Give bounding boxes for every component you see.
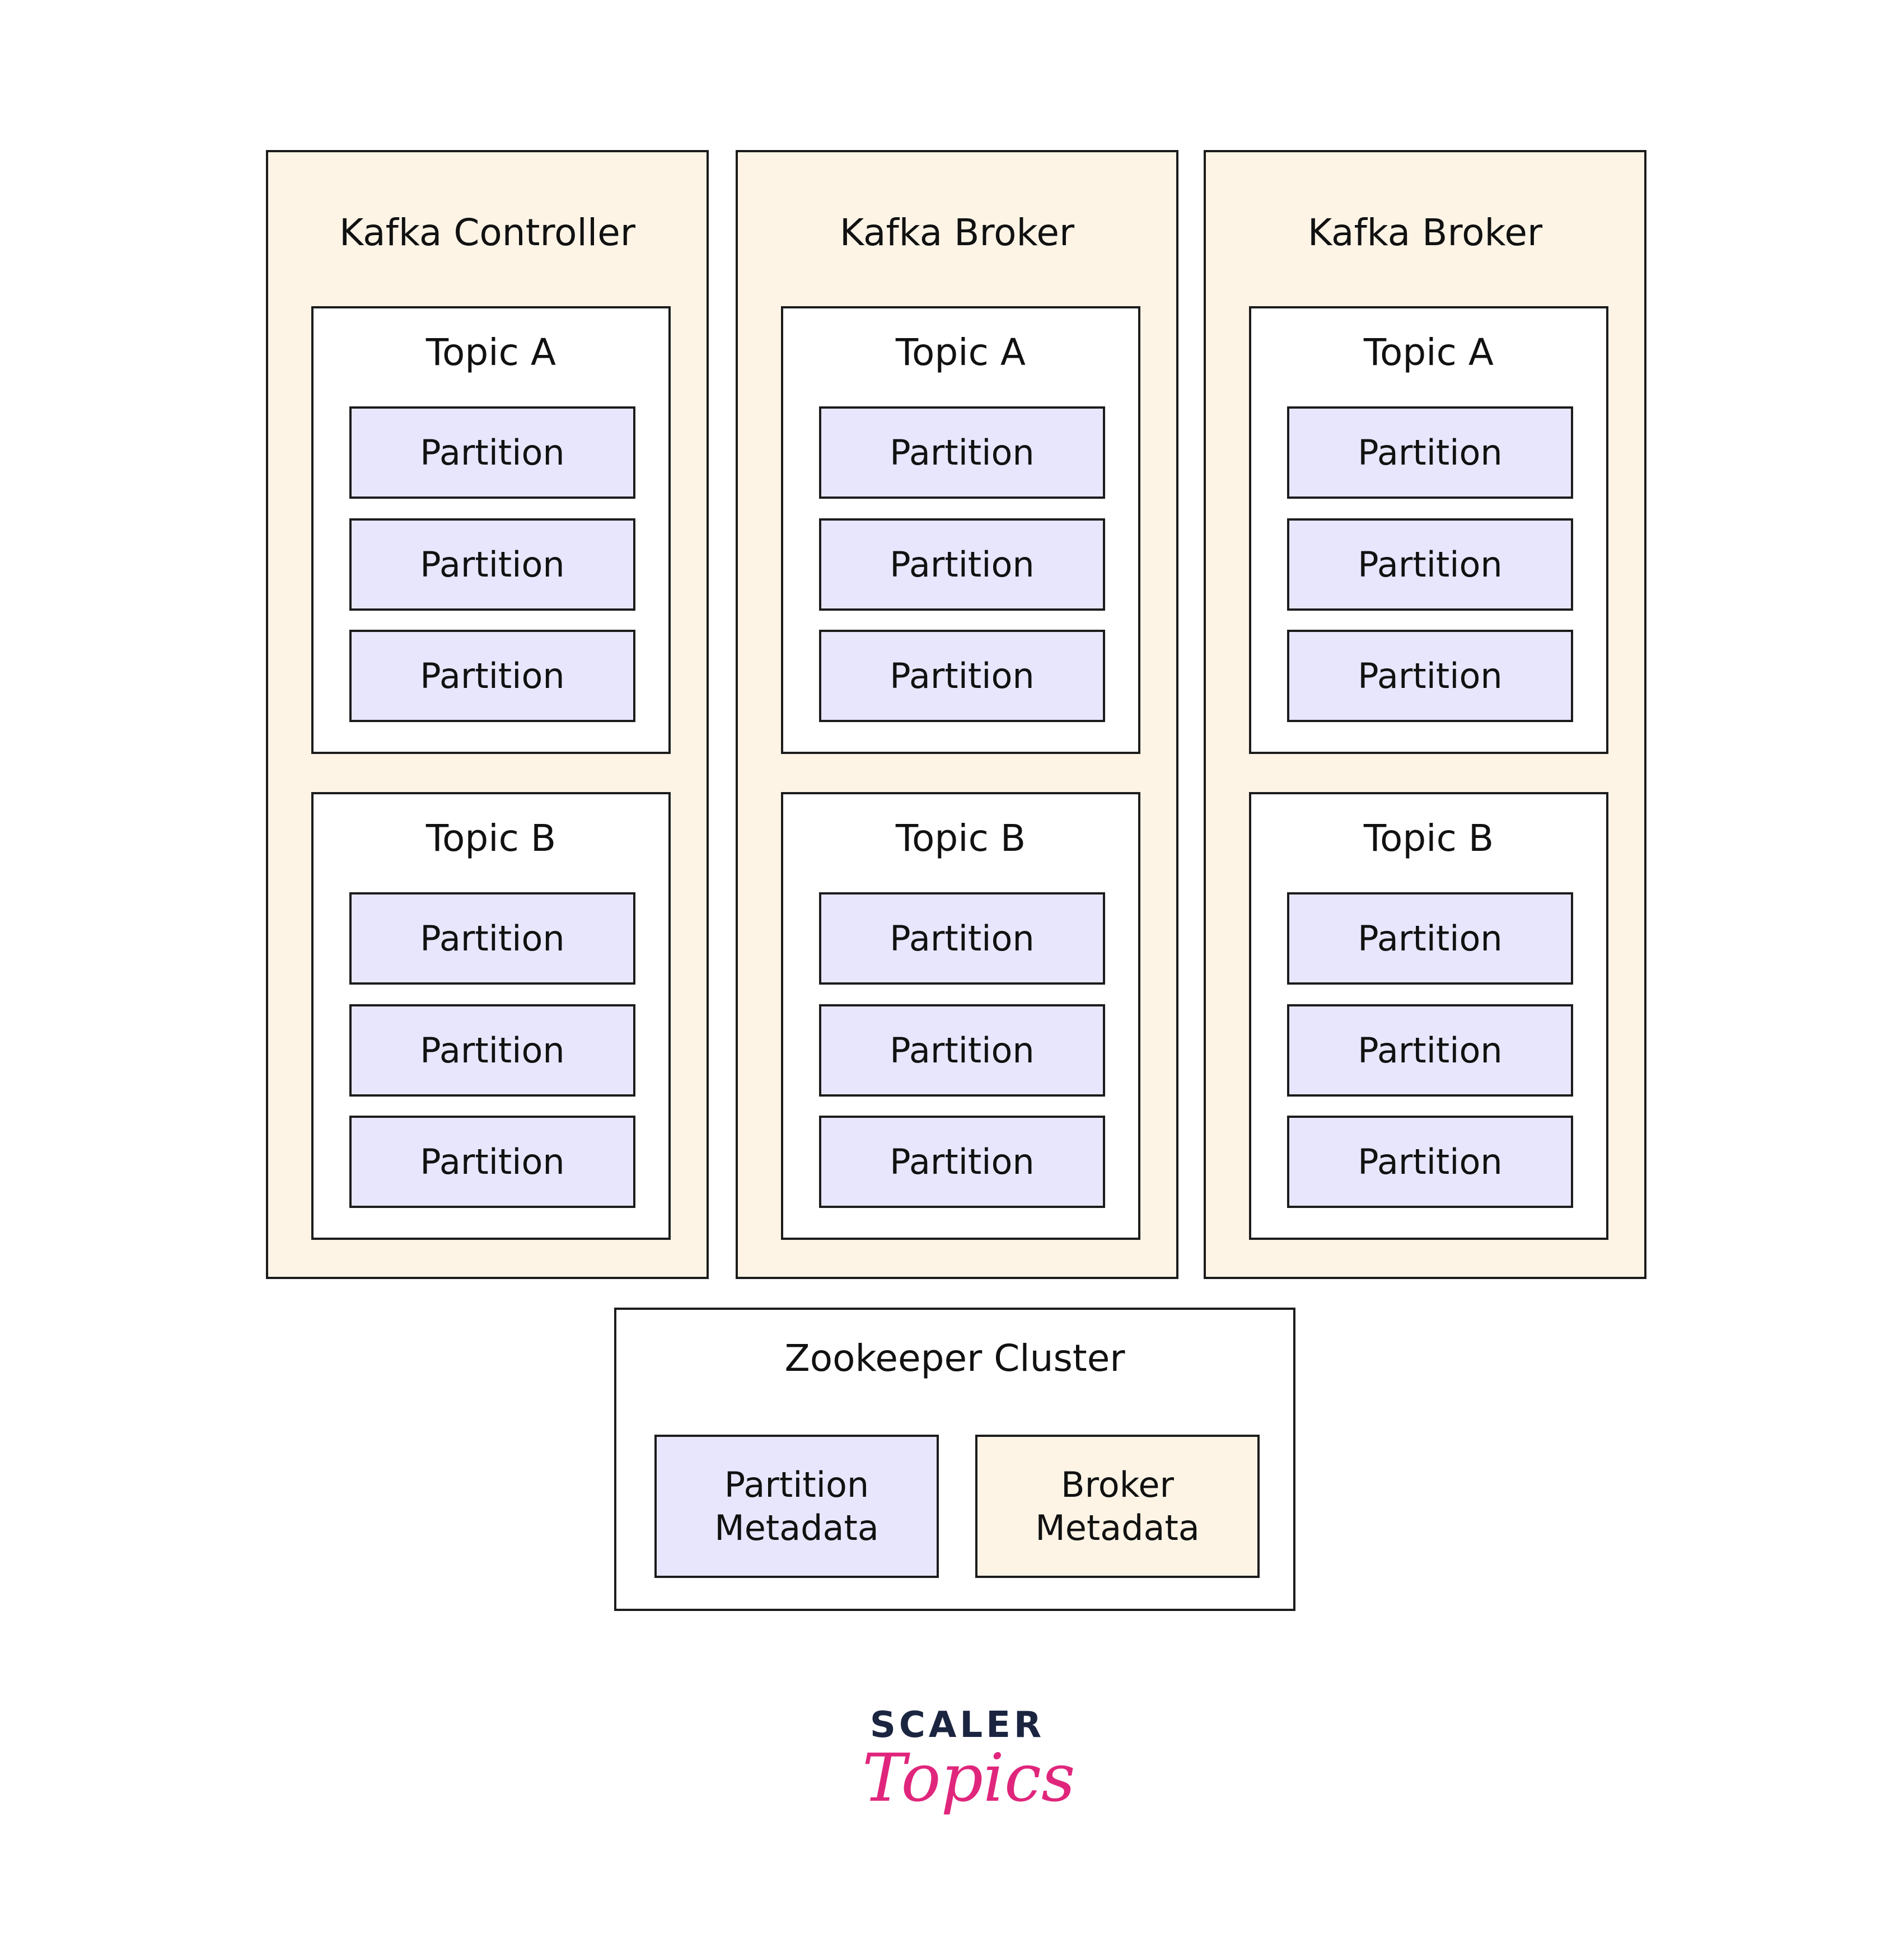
- partition-box: Partition: [1287, 1004, 1573, 1097]
- zookeeper-cluster: Zookeeper Cluster Partition Metadata Bro…: [614, 1308, 1295, 1611]
- partition-label: Partition: [890, 1141, 1035, 1182]
- logo-topics-text: Topics: [862, 1739, 1075, 1816]
- partition-box: Partition: [349, 518, 635, 611]
- partition-box: Partition: [349, 406, 635, 499]
- partition-label: Partition: [1358, 544, 1503, 585]
- partition-label: Partition: [420, 432, 565, 473]
- logo-scaler-text: SCALER: [869, 1704, 1045, 1746]
- partition-label: Partition: [890, 1029, 1035, 1071]
- broker-title: Kafka Broker: [839, 211, 1075, 254]
- partition-box: Partition: [819, 1004, 1105, 1097]
- scaler-topics-logo: SCALER Topics: [862, 1704, 1075, 1861]
- zookeeper-cluster-title: Zookeeper Cluster: [784, 1337, 1125, 1380]
- broker-title: Kafka Broker: [1307, 211, 1543, 254]
- partition-box: Partition: [1287, 1116, 1573, 1208]
- partition-metadata-box: Partition Metadata: [654, 1435, 939, 1578]
- partition-label: Partition: [420, 655, 565, 696]
- partition-label: Partition: [420, 917, 565, 959]
- broker-metadata-box: Broker Metadata: [975, 1435, 1260, 1578]
- topic-title: Topic B: [1363, 817, 1494, 860]
- partition-label: Partition: [1358, 917, 1503, 959]
- partition-label: Partition: [420, 544, 565, 585]
- partition-box: Partition: [1287, 406, 1573, 499]
- partition-box: Partition: [349, 1116, 635, 1208]
- partition-label: Partition: [890, 917, 1035, 959]
- partition-label: Partition: [1358, 1141, 1503, 1182]
- partition-box: Partition: [349, 892, 635, 985]
- partition-box: Partition: [1287, 630, 1573, 722]
- topic-title: Topic B: [425, 817, 556, 860]
- topic-title: Topic A: [425, 331, 556, 374]
- broker-metadata-label: Broker Metadata: [1035, 1464, 1200, 1549]
- topic-title: Topic A: [1363, 331, 1494, 374]
- topic-title: Topic B: [895, 817, 1026, 860]
- partition-box: Partition: [1287, 892, 1573, 985]
- partition-box: Partition: [349, 630, 635, 722]
- partition-label: Partition: [420, 1141, 565, 1182]
- partition-label: Partition: [420, 1029, 565, 1071]
- partition-box: Partition: [819, 518, 1105, 611]
- partition-label: Partition: [890, 544, 1035, 585]
- partition-box: Partition: [819, 1116, 1105, 1208]
- partition-metadata-label: Partition Metadata: [714, 1464, 879, 1549]
- partition-label: Partition: [1358, 1029, 1503, 1071]
- partition-label: Partition: [890, 655, 1035, 696]
- partition-label: Partition: [1358, 432, 1503, 473]
- partition-label: Partition: [1358, 655, 1503, 696]
- partition-box: Partition: [1287, 518, 1573, 611]
- partition-label: Partition: [890, 432, 1035, 473]
- partition-box: Partition: [819, 892, 1105, 985]
- broker-title: Kafka Controller: [339, 211, 635, 254]
- partition-box: Partition: [349, 1004, 635, 1097]
- topic-title: Topic A: [895, 331, 1026, 374]
- partition-box: Partition: [819, 630, 1105, 722]
- partition-box: Partition: [819, 406, 1105, 499]
